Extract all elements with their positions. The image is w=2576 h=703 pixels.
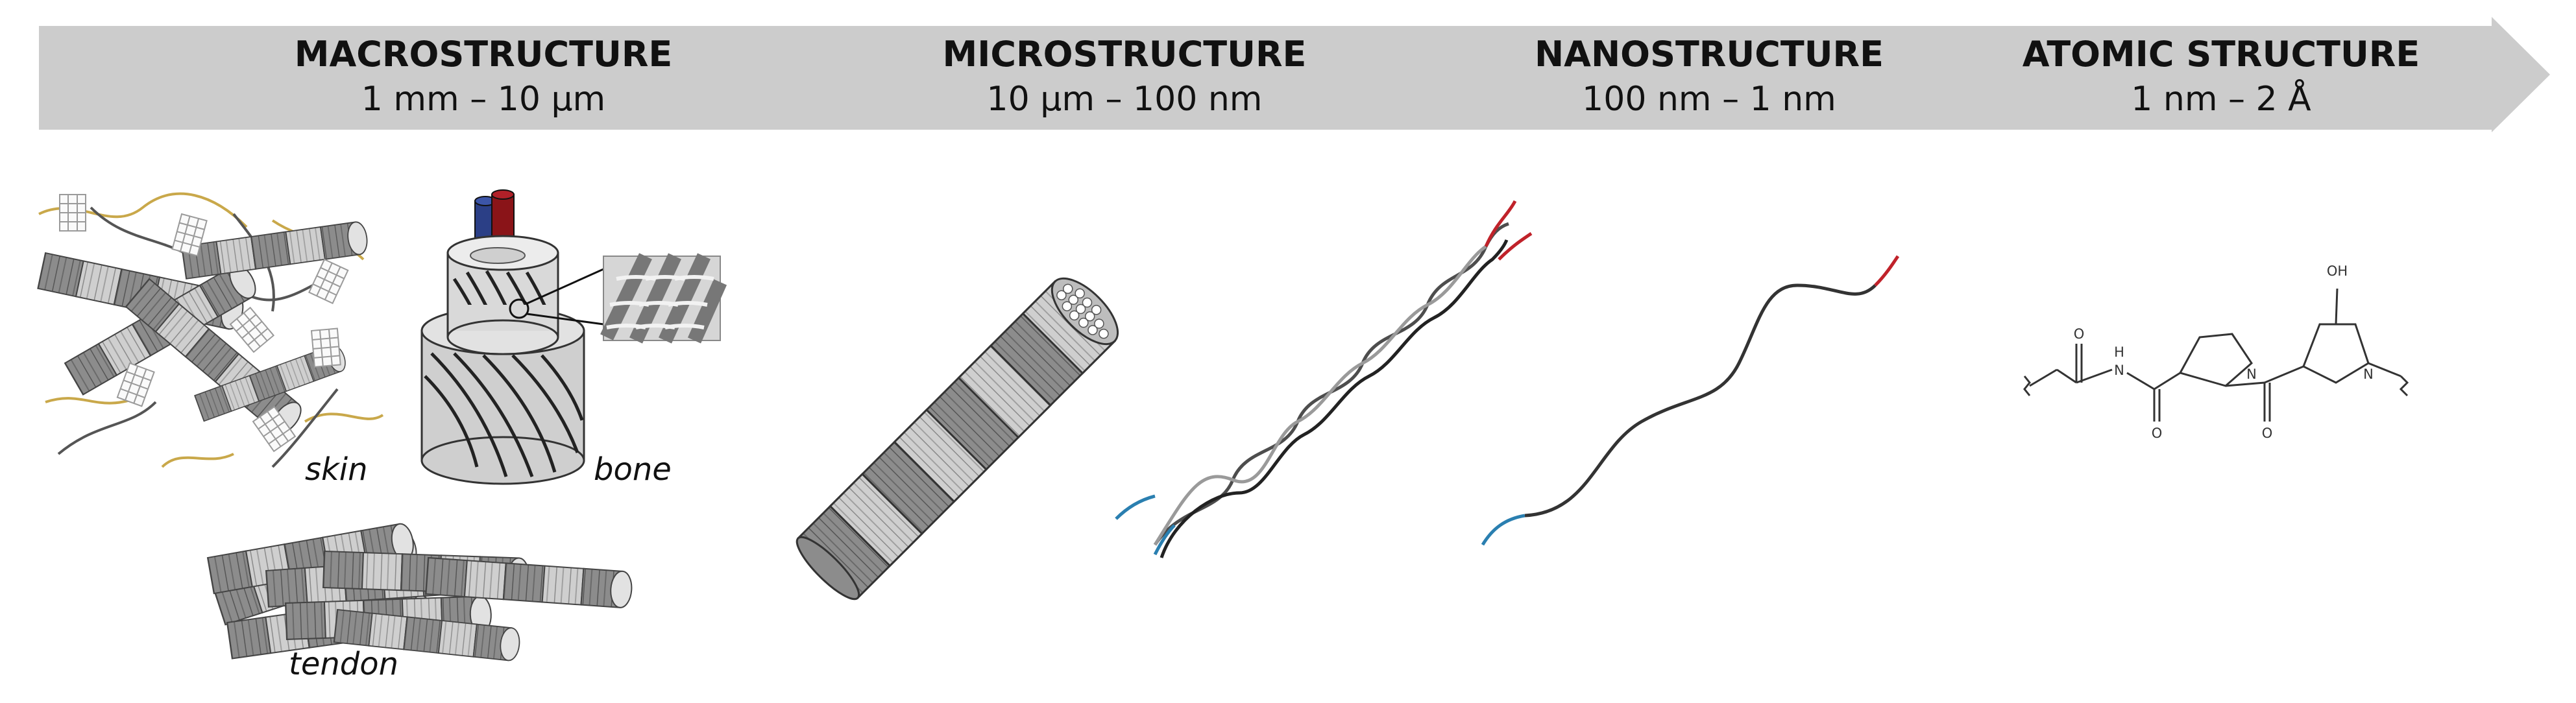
- level-title-nano: NANOSTRUCTURE: [1535, 34, 1884, 75]
- svg-text:O: O: [2262, 425, 2273, 441]
- bone-illustration: bone: [420, 189, 727, 488]
- tripeptide-structure-icon: [2023, 288, 2409, 422]
- atom-labels: OH O O O H N N N: [2074, 263, 2374, 441]
- svg-text:N: N: [2114, 363, 2124, 378]
- level-title-macro: MACROSTRUCTURE: [295, 34, 673, 75]
- triple-helix-icon: [1115, 200, 1533, 558]
- svg-text:OH: OH: [2327, 263, 2348, 279]
- svg-text:N: N: [2246, 366, 2257, 382]
- level-title-atomic: ATOMIC STRUCTURE: [2023, 34, 2420, 75]
- svg-text:O: O: [2152, 425, 2163, 441]
- level-range-atomic: 1 nm – 2 Å: [2131, 78, 2311, 119]
- svg-text:O: O: [2074, 326, 2085, 342]
- tendon-illustration: tendon: [207, 521, 634, 682]
- bone-caption: bone: [594, 451, 672, 488]
- alpha-chain-icon: [1481, 255, 1900, 546]
- level-range-nano: 100 nm – 1 nm: [1582, 80, 1836, 119]
- level-range-micro: 10 µm – 100 nm: [987, 80, 1263, 119]
- scale-arrow: [39, 17, 2550, 132]
- collagen-fibril-icon: [796, 277, 1119, 601]
- level-title-micro: MICROSTRUCTURE: [943, 34, 1307, 75]
- tendon-caption: tendon: [289, 646, 398, 682]
- skin-illustration: skin: [37, 192, 384, 488]
- svg-text:N: N: [2363, 366, 2374, 382]
- level-range-macro: 1 mm – 10 µm: [361, 80, 605, 119]
- skin-caption: skin: [305, 451, 368, 488]
- svg-text:H: H: [2114, 344, 2124, 360]
